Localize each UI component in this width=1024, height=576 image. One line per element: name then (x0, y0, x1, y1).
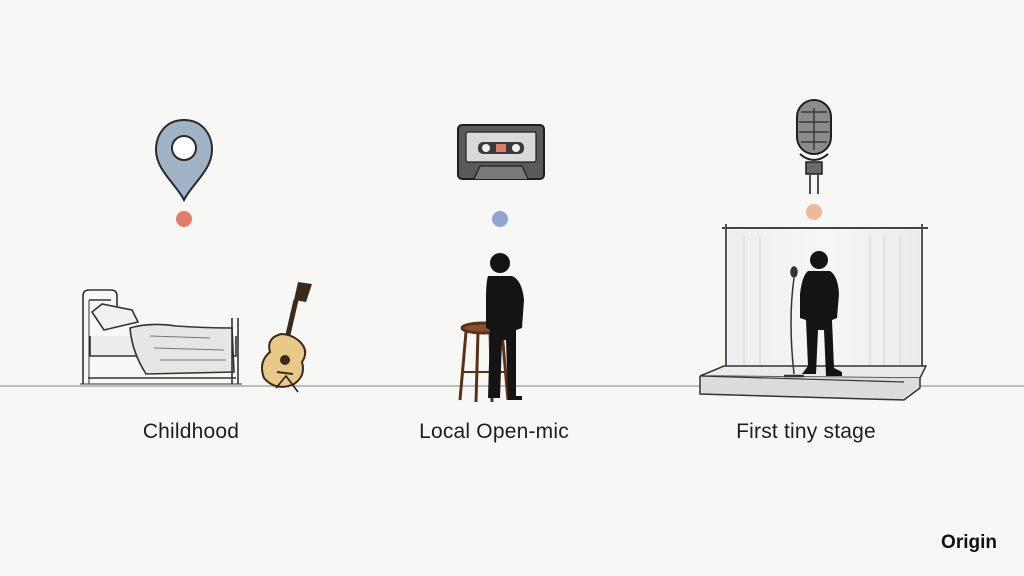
timeline-dot-first-stage (806, 204, 822, 220)
bed-sketch (80, 289, 242, 385)
timeline-dot-childhood (176, 211, 192, 227)
performer-silhouette-open-mic (486, 253, 524, 400)
stage-label-first-stage: First tiny stage (736, 420, 876, 443)
acoustic-guitar-icon (261, 282, 312, 393)
stage-label-open-mic: Local Open-mic (419, 420, 569, 443)
mic-stand (784, 266, 804, 378)
performer-silhouette-stage (800, 251, 842, 376)
section-caption: Origin (941, 532, 997, 553)
cassette-tape-icon (457, 124, 545, 180)
stage-label-childhood: Childhood (142, 420, 240, 443)
map-pin-icon (154, 118, 214, 203)
microphone-icon (796, 99, 832, 194)
timeline-dot-open-mic (492, 211, 508, 227)
